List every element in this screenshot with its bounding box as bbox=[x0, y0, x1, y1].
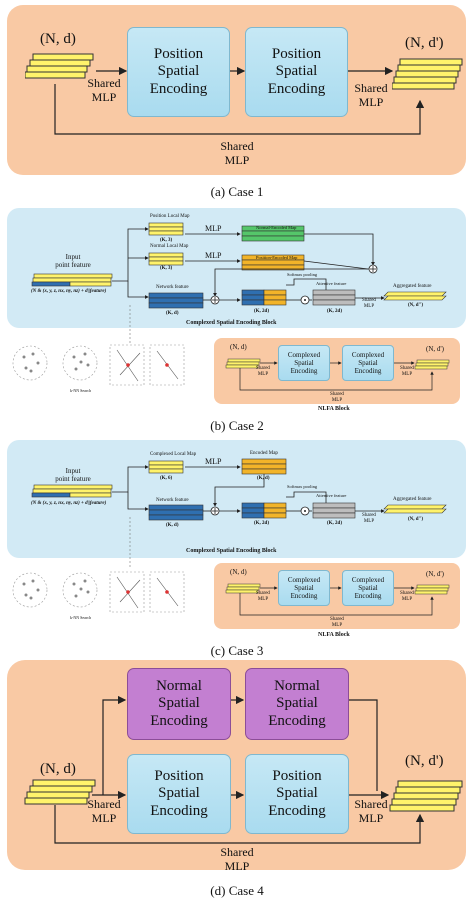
case4-connectors bbox=[24, 695, 463, 844]
case3-em-dims: (K, d) bbox=[257, 476, 270, 481]
case2-nlfa-mlp-bottom: Shared MLP bbox=[330, 392, 344, 403]
case3-attentive-dims: (K, 2d) bbox=[327, 521, 342, 526]
case2-softmax-pooling: Softmax pooling bbox=[287, 272, 318, 277]
case1-shared-mlp-right: Shared MLP bbox=[354, 81, 388, 109]
case1-input-label: (N, d) bbox=[40, 31, 76, 47]
case4-normal-encoding-2: Normal Spatial Encoding bbox=[245, 668, 349, 740]
case3-nlfa-encoding-2: Complexed Spatial Encoding bbox=[342, 570, 394, 606]
case2-nlfa-mlp-right: Shared MLP bbox=[400, 366, 414, 377]
case2-position-local-map: Position Local Map bbox=[150, 214, 190, 219]
case4-panel bbox=[7, 660, 466, 870]
case3-diagram bbox=[12, 458, 447, 613]
case3-aggregated-feature: Aggregated feature bbox=[393, 497, 432, 502]
case3-nlfa-connectors bbox=[225, 583, 450, 616]
case4-shared-mlp-bottom: Shared MLP bbox=[220, 845, 254, 873]
case1-connectors bbox=[54, 66, 425, 135]
case2-normal-dims: (K, 3) bbox=[160, 266, 173, 271]
case2-input-formula: (N & (x, y, z, nx, ny, nz) + d||feature) bbox=[31, 289, 107, 294]
case4-output-label: (N, d') bbox=[405, 753, 444, 769]
case4-shared-mlp-left: Shared MLP bbox=[87, 797, 121, 825]
case1-output-label: (N, d') bbox=[405, 35, 444, 51]
case3-nlfa-panel bbox=[214, 563, 460, 629]
case3-mlp: MLP bbox=[205, 457, 222, 466]
case3-network-feature: Network feature bbox=[156, 498, 189, 503]
case3-attentive-feature: Attentive feature bbox=[316, 493, 347, 498]
case4-input-label: (N, d) bbox=[40, 761, 76, 777]
case2-network-dims: (K, d) bbox=[166, 311, 179, 316]
case3-network-dims: (K, d) bbox=[166, 523, 179, 528]
case4-normal-encoding-1: Normal Spatial Encoding bbox=[127, 668, 231, 740]
case2-nlfa-panel bbox=[214, 338, 460, 404]
case2-position-encoded-map: Position-Encoded Map bbox=[256, 255, 298, 260]
case2-concat-dims: (K, 2d) bbox=[254, 309, 269, 314]
case2-mlp-1: MLP bbox=[205, 224, 222, 233]
case3-block-title: Complexed Spatial Encoding Block bbox=[186, 548, 277, 554]
case2-nlfa-mlp-left: Shared MLP bbox=[256, 366, 270, 377]
case3-concat-dims: (K, 2d) bbox=[254, 521, 269, 526]
case2-nlfa-encoding-2: Complexed Spatial Encoding bbox=[342, 345, 394, 381]
case4-position-encoding-1: Position Spatial Encoding bbox=[127, 754, 231, 834]
case2-diagram bbox=[12, 222, 447, 386]
case4-position-encoding-2: Position Spatial Encoding bbox=[245, 754, 349, 834]
case2-nlfa-connectors bbox=[225, 358, 450, 391]
case2-aggregated-feature: Aggregated feature bbox=[393, 284, 432, 289]
case2-attentive-dims: (K, 2d) bbox=[327, 309, 342, 314]
case2-normal-encoded-map: Normal-Encoded Map bbox=[256, 225, 297, 230]
case4-shared-mlp-right: Shared MLP bbox=[354, 797, 388, 825]
case3-knn-label: k-NN Search bbox=[70, 615, 91, 620]
case2-attentive-feature: Attentive feature bbox=[316, 281, 347, 286]
case2-shared-mlp: Shared MLP bbox=[362, 298, 376, 309]
case1-position-encoding-2: Position Spatial Encoding bbox=[245, 27, 348, 117]
case3-nlfa-mlp-bottom: Shared MLP bbox=[330, 617, 344, 628]
case3-input-title: Input point feature bbox=[55, 467, 91, 484]
case3-cl-dims: (K, 6) bbox=[160, 476, 173, 481]
case3-nlfa-out: (N, d') bbox=[426, 570, 444, 578]
case2-input-title: Input point feature bbox=[55, 253, 91, 270]
knn-thumbnails-b bbox=[12, 344, 185, 386]
case3-shared-mlp: Shared MLP bbox=[362, 513, 376, 524]
case3-nlfa-in: (N, d) bbox=[230, 568, 247, 576]
case3-encoded-map: Encoded Map bbox=[250, 451, 278, 456]
case3-input-formula: (N & (x, y, z, nx, ny, nz) + d||feature) bbox=[31, 501, 107, 506]
case1-panel bbox=[7, 5, 466, 175]
case2-nlfa-title: NLFA Block bbox=[318, 406, 350, 412]
case1-output-stack bbox=[392, 58, 463, 90]
case2-knn-label: k-NN Search bbox=[70, 388, 91, 393]
case3-aggregated-dims: (N, d'') bbox=[408, 517, 423, 522]
case1-position-encoding-1: Position Spatial Encoding bbox=[127, 27, 230, 117]
case1-shared-mlp-bottom: Shared MLP bbox=[220, 139, 254, 167]
case4-caption: (d) Case 4 bbox=[210, 883, 264, 898]
case2-nlfa-encoding-1: Complexed Spatial Encoding bbox=[278, 345, 330, 381]
case2-block-panel bbox=[7, 208, 466, 328]
case1-shared-mlp-left: Shared MLP bbox=[87, 76, 121, 104]
case3-nlfa-mlp-right: Shared MLP bbox=[400, 591, 414, 602]
case3-nlfa-title: NLFA Block bbox=[318, 632, 350, 638]
case3-nlfa-encoding-1: Complexed Spatial Encoding bbox=[278, 570, 330, 606]
case2-block-title: Complexed Spatial Encoding Block bbox=[186, 320, 277, 326]
case1-input-stack bbox=[25, 53, 94, 79]
case2-normal-local-map: Normal Local Map bbox=[150, 244, 189, 249]
case2-aggregated-dims: (N, d'') bbox=[408, 303, 423, 308]
case3-complexed-local-map: Complexed Local Map bbox=[150, 452, 197, 457]
case2-nlfa-out: (N, d') bbox=[426, 345, 444, 353]
case2-network-feature: Network feature bbox=[156, 285, 189, 290]
case3-nlfa-mlp-left: Shared MLP bbox=[256, 591, 270, 602]
case3-softmax-pooling: Softmax pooling bbox=[287, 484, 318, 489]
case3-block-panel bbox=[7, 440, 466, 558]
case1-caption: (a) Case 1 bbox=[210, 184, 264, 199]
case2-mlp-2: MLP bbox=[205, 251, 222, 260]
case2-nlfa-in: (N, d) bbox=[230, 343, 247, 351]
case2-pos-dims: (K, 3) bbox=[160, 238, 173, 243]
case2-caption: (b) Case 2 bbox=[210, 418, 264, 433]
case3-caption: (c) Case 3 bbox=[210, 643, 264, 658]
